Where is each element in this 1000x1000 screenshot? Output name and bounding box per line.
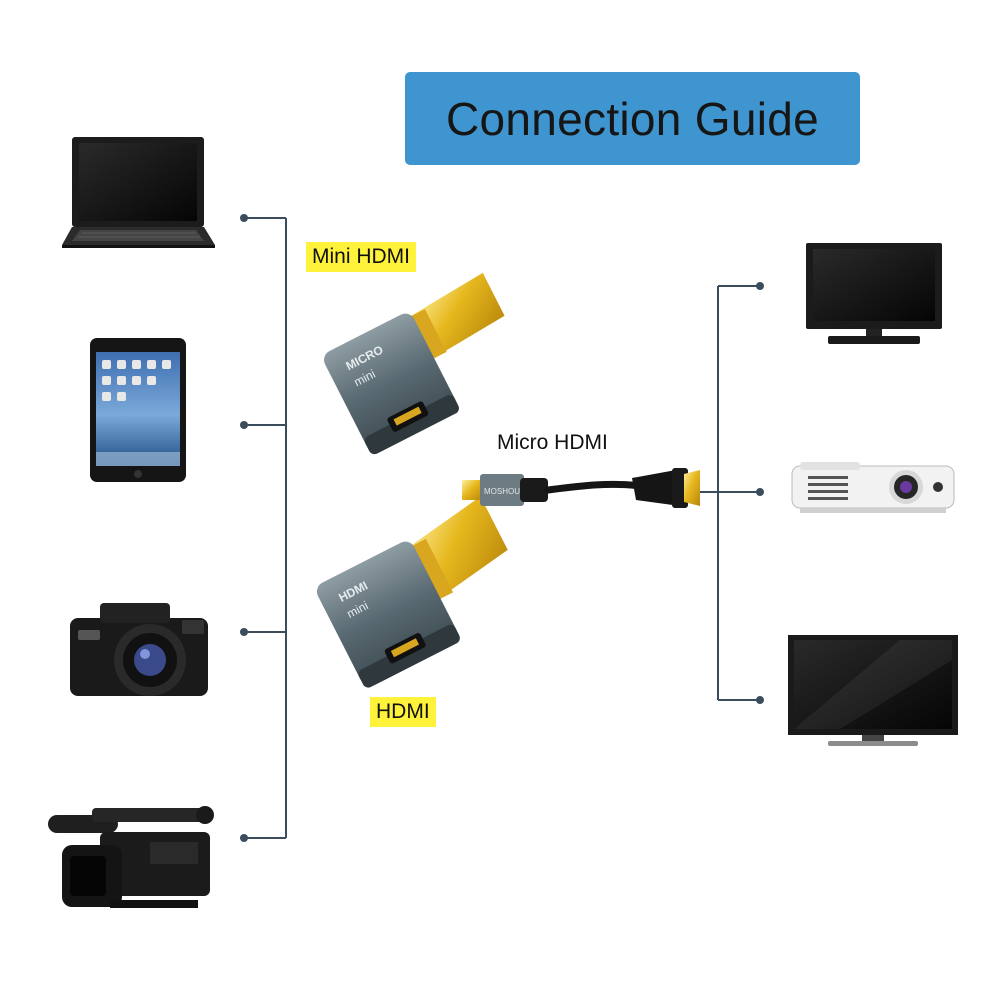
micro-hdmi-label: Micro HDMI	[497, 431, 608, 454]
source-bracket	[244, 217, 287, 839]
display-dots	[756, 282, 764, 704]
page-title: Connection Guide	[445, 92, 820, 145]
source-dots	[240, 214, 248, 842]
laptop-icon	[62, 137, 215, 248]
camera-icon	[70, 603, 208, 696]
projector-icon	[791, 462, 955, 513]
hdmi-adapter: HDMI mini	[316, 496, 508, 688]
monitor-icon	[806, 243, 942, 344]
mini-hdmi-label: Mini HDMI	[306, 242, 416, 272]
hdmi-label: HDMI	[370, 697, 436, 727]
title-banner: Connection Guide	[405, 72, 860, 165]
cable-brand-text: MOSHOU	[484, 487, 520, 496]
micro-hdmi-cable: MOSHOU	[462, 468, 700, 508]
display-bracket	[700, 285, 760, 701]
tablet-icon	[90, 338, 186, 482]
camcorder-icon	[48, 806, 214, 908]
mini-hdmi-adapter: MICRO mini	[324, 272, 505, 455]
tv-icon	[788, 635, 958, 746]
